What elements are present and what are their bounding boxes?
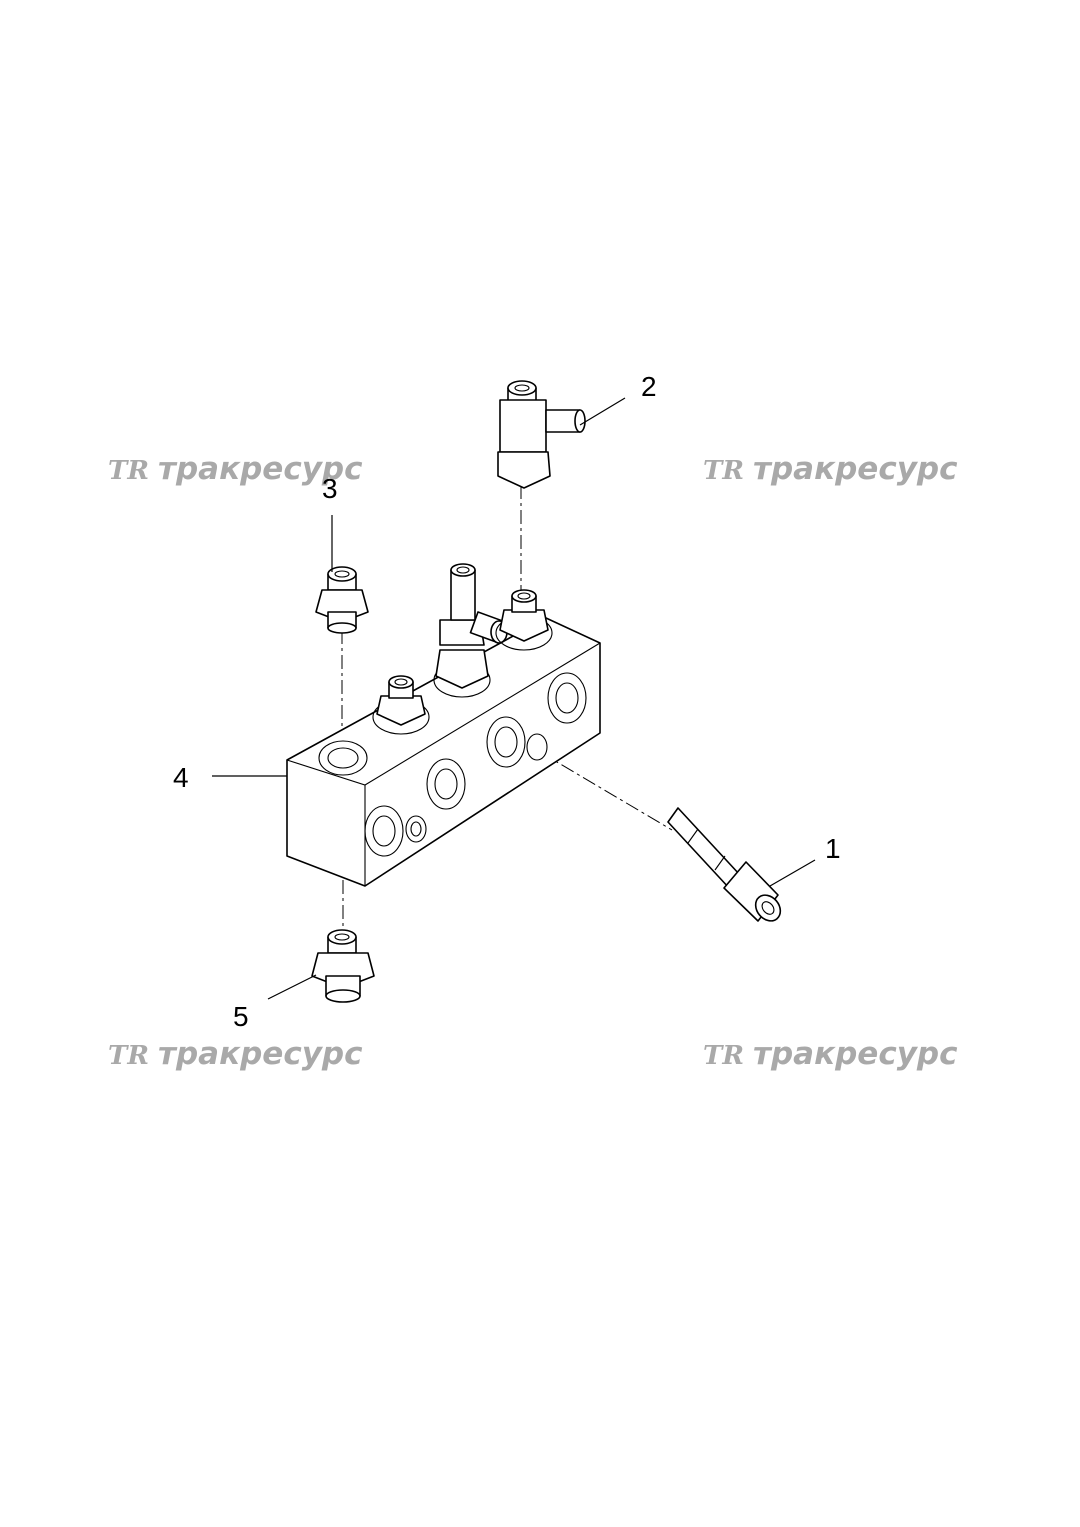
installed-fitting-right bbox=[495, 589, 553, 651]
watermark-bottom-left: TR тракресурс bbox=[108, 1036, 363, 1072]
installed-fitting-left bbox=[372, 675, 430, 735]
leader-2 bbox=[579, 397, 626, 426]
part-2-elbow-fitting bbox=[497, 380, 586, 489]
watermark-top-left: TR тракресурс bbox=[108, 451, 363, 487]
callout-3: 3 bbox=[322, 473, 338, 504]
leader-5 bbox=[267, 974, 317, 1000]
watermark-logo: TR bbox=[108, 1041, 149, 1071]
watermark-text: тракресурс bbox=[753, 451, 958, 487]
callout-4: 4 bbox=[173, 762, 189, 793]
watermark-logo: TR bbox=[703, 1041, 744, 1071]
watermark-logo: TR bbox=[108, 456, 149, 486]
watermark-top-right: TR тракресурс bbox=[703, 451, 958, 487]
watermark-logo: TR bbox=[703, 456, 744, 486]
watermark-text: тракресурс bbox=[158, 1036, 363, 1072]
callout-2: 2 bbox=[641, 371, 657, 402]
callout-1: 1 bbox=[825, 833, 841, 864]
watermark-bottom-right: TR тракресурс bbox=[703, 1036, 958, 1072]
part-1-cap-screw bbox=[667, 807, 782, 922]
axis-part-1 bbox=[539, 751, 673, 831]
callout-5: 5 bbox=[233, 1001, 249, 1032]
part-3-straight-fitting bbox=[315, 566, 369, 634]
leader-1 bbox=[769, 859, 816, 887]
installed-tee-fitting bbox=[433, 563, 508, 698]
part-5-straight-fitting bbox=[311, 929, 375, 1003]
leader-lines bbox=[212, 397, 816, 1000]
watermark-text: тракресурс bbox=[753, 1036, 958, 1072]
watermark-text: тракресурс bbox=[158, 451, 363, 487]
